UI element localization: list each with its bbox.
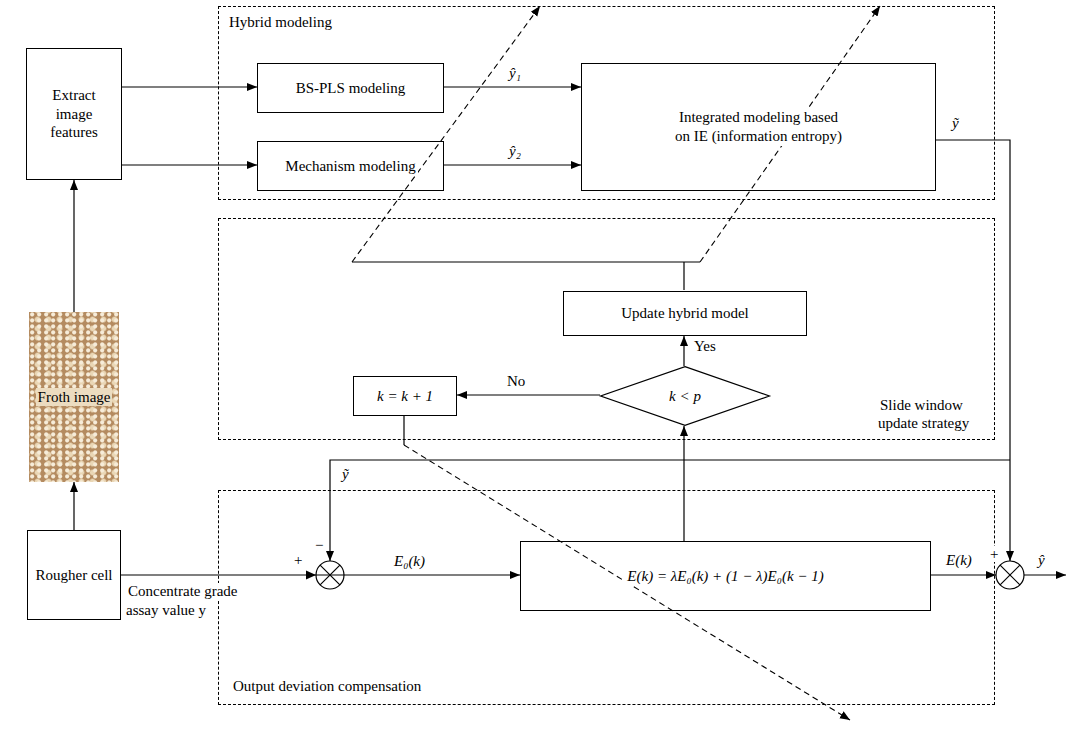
title-holder: Output deviation compensation (231, 677, 423, 696)
title-holder: Hybrid modeling (227, 13, 334, 32)
update-region: Slide window update strategy Update hybri… (218, 218, 995, 440)
node-label: Update hybrid model (619, 304, 750, 323)
signal-label: ỹ (340, 466, 351, 482)
sign-label: + (988, 546, 1000, 562)
flow-arrow (73, 180, 74, 312)
process-box: Update hybrid model (563, 291, 807, 336)
edge-label: No (505, 373, 527, 389)
edge-label-holder: ŷ₁ (507, 64, 523, 83)
counter-wire (403, 415, 404, 445)
process-box: Extract image features (26, 48, 122, 180)
signal-label: Concentrate grade assay value y (126, 583, 238, 618)
compensation-region: Output deviation compensation E(k) = λE₀(… (218, 490, 995, 705)
node-label: k = k + 1 (375, 387, 435, 406)
label-holder: + (292, 551, 304, 570)
edge-label: Yes (692, 338, 718, 354)
flow-arrow (121, 574, 520, 575)
flow-arrow (683, 336, 684, 366)
output-wire (1024, 574, 1066, 575)
label-holder: + (988, 545, 1000, 564)
label-holder: Concentrate grade assay value y (126, 582, 256, 620)
sign-label: + (292, 552, 304, 568)
compensation-wire (930, 574, 996, 575)
decision-diamond: k < p (600, 366, 770, 426)
output-wire (935, 140, 1010, 561)
edge-label-holder: Yes (692, 337, 718, 356)
hybrid-region: Hybrid modelingBS-PLS modelingMechanism … (218, 6, 995, 200)
process-box: Rougher cell (27, 530, 121, 620)
node-label: Mechanism modeling (283, 157, 417, 176)
sign-label: − (313, 537, 325, 553)
flow-arrow (122, 86, 257, 87)
formula-box: E(k) = λE₀(k) + (1 − λ)E₀(k − 1) (520, 541, 931, 611)
flow-arrow (73, 482, 74, 530)
node-label: k < p (667, 387, 703, 406)
edge-label-holder: E₀(k) (392, 552, 427, 571)
edge-label-holder: No (505, 372, 527, 391)
label-holder: − (313, 536, 325, 555)
node-label: Froth image (36, 388, 113, 407)
feedback-wire (330, 460, 1010, 561)
region-title: Output deviation compensation (231, 678, 423, 694)
process-box: Mechanism modeling (257, 141, 444, 191)
process-box: Integrated modeling based on IE (informa… (581, 63, 936, 191)
edge-label: ŷ₁ (507, 65, 523, 81)
node-label: Integrated modeling based on IE (informa… (672, 108, 846, 146)
signal-label: ỹ (950, 115, 961, 131)
label-holder: ỹ (950, 114, 961, 133)
label-holder: ỹ (340, 465, 351, 484)
flow-arrow (683, 426, 684, 541)
node-label: Rougher cell (33, 566, 114, 585)
adjust-arrow (404, 445, 850, 720)
edge-label: E₀(k) (392, 553, 427, 569)
label-holder: E(k) (944, 551, 974, 570)
label-holder: ŷ (1036, 551, 1047, 570)
signal-label: E(k) (944, 552, 974, 568)
node-label: E(k) = λE₀(k) + (1 − λ)E₀(k − 1) (625, 567, 825, 586)
froth-image: Froth image (29, 312, 119, 482)
flow-arrow (444, 86, 581, 87)
flow-arrow (122, 164, 257, 165)
sum-junction (996, 561, 1024, 589)
flow-arrow (457, 394, 600, 395)
process-box: BS-PLS modeling (257, 63, 444, 113)
edge-label-holder: ŷ₂ (507, 142, 523, 161)
title-holder: Slide window update strategy (878, 396, 986, 434)
flow-arrow (444, 164, 581, 165)
region-title: Hybrid modeling (227, 14, 334, 30)
edge-label: ŷ₂ (507, 143, 523, 159)
region-title: Slide window update strategy (878, 397, 971, 432)
adjust-arrow (352, 6, 540, 262)
update-wire (352, 261, 700, 262)
update-wire (683, 262, 684, 290)
process-box: k = k + 1 (353, 376, 457, 416)
node-label: Extract image features (32, 86, 116, 142)
signal-label: ŷ (1036, 552, 1047, 568)
node-label: BS-PLS modeling (294, 79, 408, 98)
